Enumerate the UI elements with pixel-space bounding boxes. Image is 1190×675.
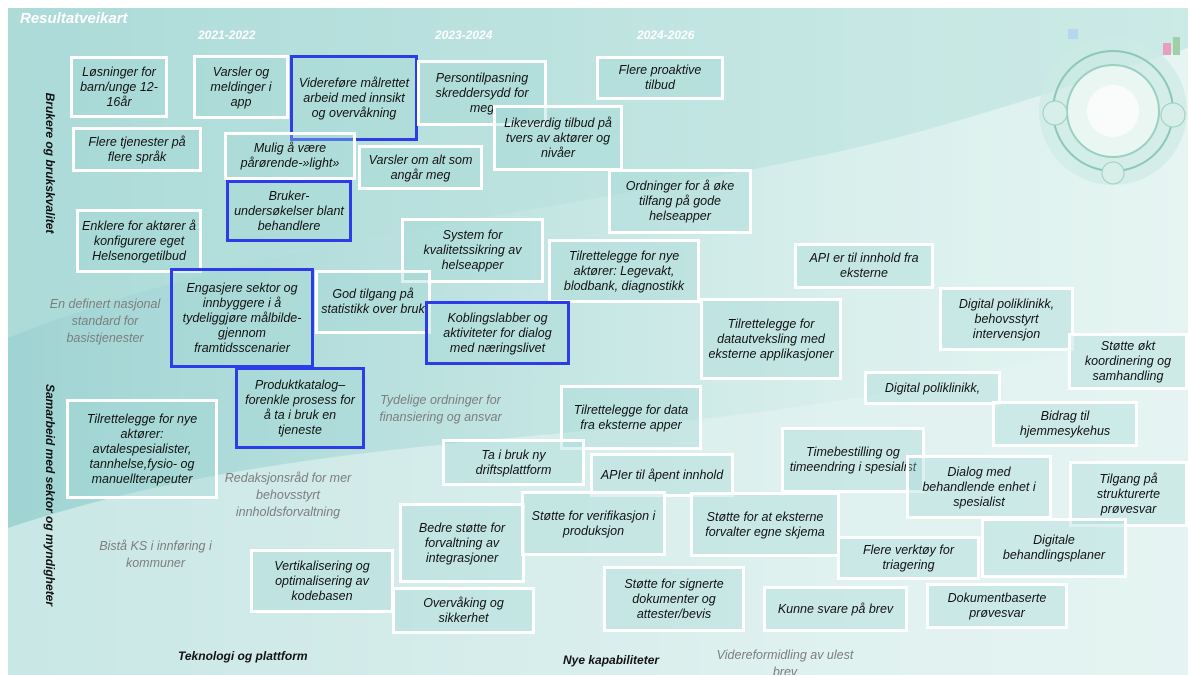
roadmap-item: Tilrettelegge for nye aktører: avtalespe…: [66, 399, 218, 499]
column-label-capabilities: Nye kapabiliteter: [563, 653, 660, 667]
roadmap-item: Digitale behandlingsplaner: [981, 518, 1127, 578]
roadmap-note: Bistå KS i innføring i kommuner: [99, 539, 212, 570]
roadmap-item: Flere verktøy for triagering: [837, 536, 980, 580]
row-label-sector: Samarbeid med sektor og myndigheter: [43, 383, 57, 607]
roadmap-item: Tilrettelegge for datautveksling med eks…: [700, 298, 842, 380]
row-label-users: Brukere og brukskvalitet: [43, 92, 57, 234]
roadmap-item: Tilrettelegge for nye aktører: Legevakt,…: [548, 239, 700, 303]
roadmap-item: Støtte økt koordinering og samhandling: [1068, 333, 1188, 390]
roadmap-item-highlighted: Produktkatalog– forenkle prosess for å t…: [235, 367, 365, 449]
roadmap-item: Dokumentbaserte prøvesvar: [926, 583, 1068, 629]
roadmap-item: Støtte for verifikasjon i produksjon: [521, 491, 666, 556]
roadmap-item: Bidrag til hjemmesykehus: [992, 401, 1138, 447]
roadmap-item: Overvåking og sikkerhet: [392, 587, 535, 634]
roadmap-wheel-graphic: [1039, 29, 1187, 185]
roadmap-item: Vertikalisering og optimalisering av kod…: [250, 549, 394, 613]
roadmap-item-highlighted: Koblingslabber og aktiviteter for dialog…: [425, 301, 570, 365]
roadmap-item-highlighted: Engasjere sektor og innbyggere i å tydel…: [170, 268, 314, 368]
roadmap-item: Ordninger for å øke tilfang på gode hels…: [608, 169, 752, 234]
roadmap-item: Digital poliklinikk, behovsstyrt interve…: [939, 287, 1074, 351]
roadmap-item: API er til innhold fra eksterne: [794, 243, 934, 289]
roadmap-item: Dialog med behandlende enhet i spesialis…: [906, 455, 1052, 519]
roadmap-item: God tilgang på statistikk over bruk: [315, 270, 431, 334]
roadmap-slide: Resultatveikart 2021-2022 2023-2024 2024…: [8, 8, 1188, 675]
roadmap-item: Ta i bruk ny driftsplattform: [442, 439, 585, 486]
roadmap-note: En definert nasjonal standard for basist…: [49, 297, 161, 345]
roadmap-item: Bedre støtte for forvaltning av integras…: [399, 503, 525, 583]
roadmap-item: Støtte for signerte dokumenter og attest…: [603, 566, 745, 632]
roadmap-item: Enklere for aktører å konfigurere eget H…: [76, 209, 202, 273]
roadmap-item: Tilrettelegge for data fra eksterne appe…: [560, 385, 702, 450]
roadmap-item: Tilgang på strukturerte prøvesvar: [1069, 461, 1188, 527]
roadmap-item: Digital poliklinikk,: [864, 371, 1001, 405]
roadmap-item: Timebestilling og timeendring i spesiali…: [781, 427, 925, 493]
period-label-1: 2021-2022: [198, 28, 256, 42]
roadmap-item: Likeverdig tilbud på tvers av aktører og…: [493, 105, 623, 171]
roadmap-note: Videreformidling av ulest brev: [716, 648, 854, 675]
roadmap-item: Løsninger for barn/unge 12-16år: [70, 56, 168, 118]
roadmap-note: Redaksjonsråd for mer behovsstyrt innhol…: [224, 471, 352, 519]
slide-title: Resultatveikart: [20, 10, 128, 27]
roadmap-item: Støtte for at eksterne forvalter egne sk…: [690, 492, 840, 557]
roadmap-item: Persontilpasning skreddersydd for meg: [417, 60, 547, 126]
roadmap-item: System for kvalitetssikring av helseappe…: [401, 218, 544, 283]
roadmap-item: Varsler og meldinger i app: [193, 55, 289, 119]
roadmap-item: Varsler om alt som angår meg: [358, 145, 483, 190]
roadmap-item: Flere proaktive tilbud: [596, 56, 724, 100]
period-label-2: 2023-2024: [435, 28, 493, 42]
roadmap-note: Tydelige ordninger for finansiering og a…: [379, 393, 502, 424]
roadmap-item-highlighted: Bruker-undersøkelser blant behandlere: [226, 180, 352, 242]
roadmap-item: Flere tjenester på flere språk: [72, 127, 202, 172]
roadmap-item: Mulig å være pårørende-»light»: [224, 132, 356, 180]
roadmap-item: Kunne svare på brev: [763, 586, 908, 632]
roadmap-item: APIer til åpent innhold: [590, 453, 734, 497]
period-label-3: 2024-2026: [637, 28, 695, 42]
roadmap-item-highlighted: Videreføre målrettet arbeid med innsikt …: [290, 55, 418, 141]
column-label-technology: Teknologi og plattform: [178, 649, 308, 663]
